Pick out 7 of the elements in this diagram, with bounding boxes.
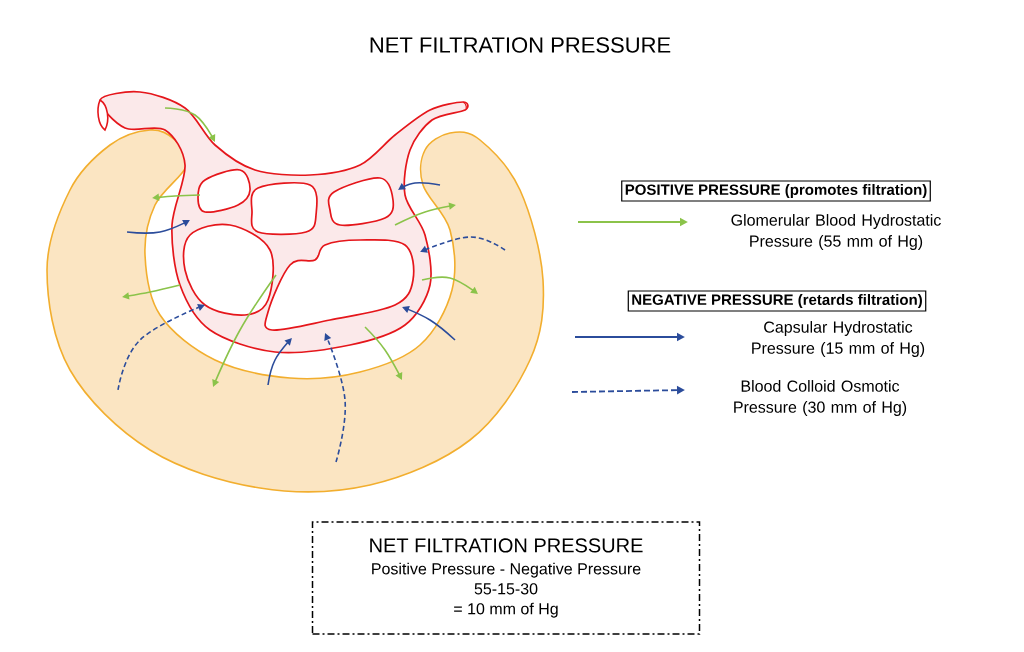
heading-box: NEGATIVE PRESSURE (retards filtration) — [627, 290, 927, 312]
legend-text: Blood Colloid Osmotic Pressure (30 mm of Hg) — [734, 380, 907, 416]
legend-text: Capsular Hydrostatic Pressure (15 mm of Hg) — [752, 321, 925, 357]
title: NET FILTRATION PRESSURE — [370, 37, 671, 53]
formula-box: NET FILTRATION PRESSURE Positive Pressure - Negative Pressure 55-15-30 = 10 mm of Hg — [311, 521, 701, 635]
legend-text: Glomerular Blood Hydrostatic Pressure (55 mm of Hg) — [731, 214, 941, 250]
heading-box: POSITIVE PRESSURE (promotes filtration) — [621, 180, 931, 202]
